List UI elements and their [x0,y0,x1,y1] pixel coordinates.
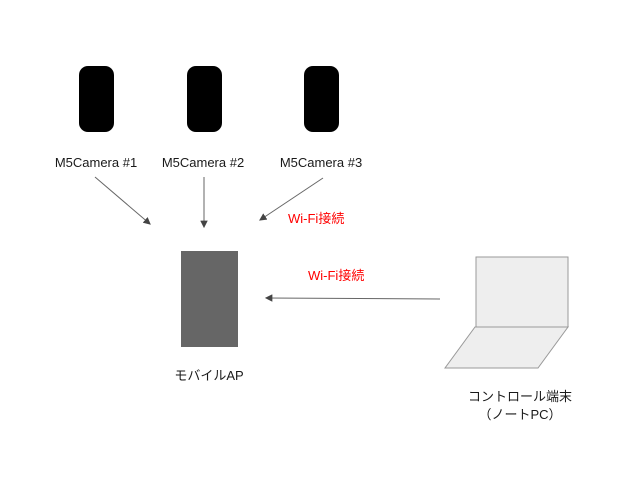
laptop-keyboard [444,326,569,369]
camera-3-label: M5Camera #3 [279,155,363,170]
mobile-ap-label: モバイルAP [174,368,244,383]
camera-2-label: M5Camera #2 [161,155,245,170]
laptop-screen [475,256,569,328]
laptop-icon [444,256,569,369]
wifi-connection-label-1: Wi-Fi接続 [288,211,345,226]
arrow-camera3-to-ap [259,177,324,221]
control-terminal-label-line2: （ノートPC） [478,407,562,423]
mobile-ap-node [181,251,238,347]
camera-2-icon [187,66,222,132]
arrow-laptop-to-ap [264,294,441,302]
arrow-camera1-to-ap [94,176,151,225]
camera-1-label: M5Camera #1 [54,155,138,170]
wifi-connection-label-2: Wi-Fi接続 [308,268,365,283]
camera-3-icon [304,66,339,132]
control-terminal-label: コントロール端末 （ノートPC） [438,388,602,424]
control-terminal-label-line1: コントロール端末 [467,389,572,404]
camera-1-icon [79,66,114,132]
